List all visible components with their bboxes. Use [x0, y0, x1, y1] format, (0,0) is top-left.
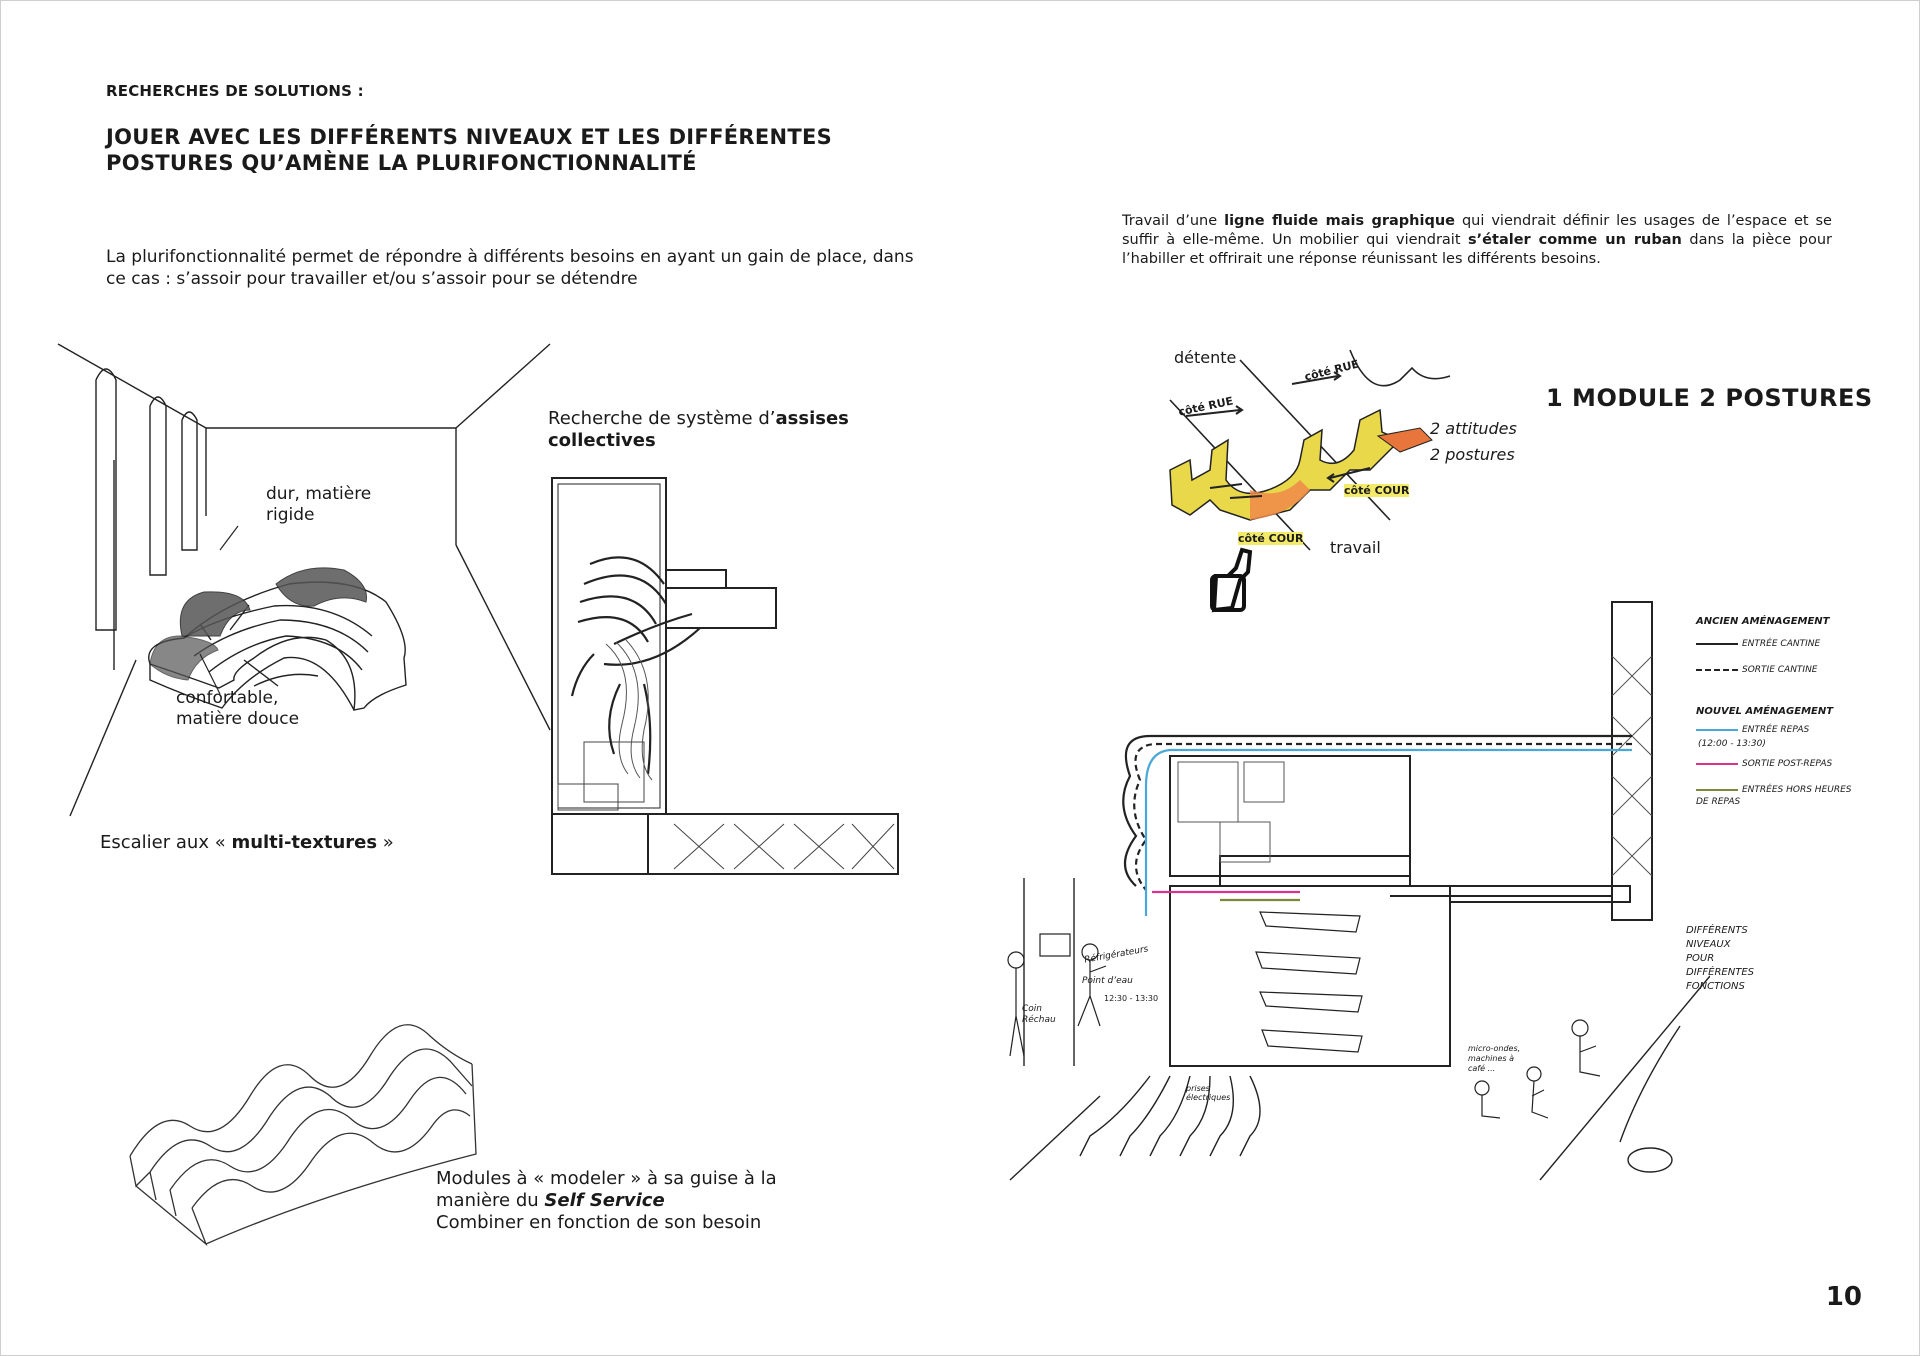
label-cote-cour-2: côté COUR: [1238, 532, 1304, 545]
stair-caption-pre: Escalier aux «: [100, 832, 232, 853]
legend-old-out: SORTIE CANTINE: [1696, 664, 1866, 676]
note-levels-line2: NIVEAUX: [1686, 939, 1731, 950]
note-levels-line4: DIFFÉRENTES: [1686, 967, 1754, 978]
intro-text: La plurifonctionnalité permet de répondr…: [106, 247, 914, 289]
note-microwaves: micro-ondes, machines à café ...: [1468, 1044, 1520, 1074]
note-levels-line5: FONCTIONS: [1686, 981, 1745, 992]
ribbon-description: Travail d’une ligne fluide mais graphiqu…: [1122, 212, 1832, 269]
legend-new-off: ENTRÉES HORS HEURES: [1696, 784, 1866, 796]
collective-seating-plan: [551, 477, 899, 875]
collective-caption-bold1: assises: [775, 408, 849, 429]
collective-caption-bold2: collectives: [548, 430, 656, 451]
note-microwaves-line3: café ...: [1468, 1064, 1496, 1073]
legend-new-in-hours: (12:00 - 13:30): [1698, 739, 1766, 749]
module-title: 1 MODULE 2 POSTURES: [1546, 384, 1873, 412]
label-travail: travail: [1330, 538, 1381, 557]
ribbon-module-sketch: [1169, 349, 1451, 613]
legend-new-off-swatch: [1696, 789, 1738, 791]
legend-new-in-label: ENTRÉE REPAS: [1742, 725, 1810, 735]
attitudes-line: 2 attitudes: [1430, 419, 1517, 438]
legend-old-in-label: ENTRÉE CANTINE: [1742, 639, 1821, 649]
legend-new-out-swatch: [1696, 763, 1738, 765]
legend-old-out-label: SORTIE CANTINE: [1742, 665, 1818, 675]
modules-caption-line2-bold: Self Service: [544, 1190, 665, 1211]
note-levels: DIFFÉRENTS NIVEAUX POUR DIFFÉRENTES FONC…: [1686, 924, 1754, 994]
collective-caption: Recherche de système d’assises collectiv…: [548, 408, 849, 452]
label-hard-line1: dur, matière: [266, 484, 372, 504]
stair-caption: Escalier aux « multi-textures »: [100, 832, 394, 854]
label-soft-line2: matière douce: [176, 709, 300, 729]
note-corner-line2: Réchau: [1022, 1015, 1056, 1025]
legend-new-out-label: SORTIE POST-REPAS: [1742, 759, 1833, 769]
legend-new-in: ENTRÉE REPAS: [1696, 724, 1866, 736]
label-detente: détente: [1174, 348, 1237, 367]
label-cote-cour-1: côté COUR: [1344, 484, 1410, 497]
flow-legend: ANCIEN AMÉNAGEMENT ENTRÉE CANTINE SORTIE…: [1696, 616, 1866, 808]
note-levels-line1: DIFFÉRENTS: [1686, 925, 1748, 936]
note-hours: 12:30 - 13:30: [1104, 994, 1159, 1003]
desc-bold-1: ligne fluide mais graphique: [1224, 213, 1456, 229]
legend-new-out: SORTIE POST-REPAS: [1696, 758, 1866, 770]
stair-caption-bold: multi-textures: [231, 832, 378, 853]
label-hard-line2: rigide: [266, 505, 315, 525]
legend-new-off-label2: DE REPAS: [1696, 797, 1741, 807]
stair-caption-post: »: [377, 832, 394, 853]
legend-new-in-swatch: [1696, 729, 1738, 731]
note-levels-line3: POUR: [1686, 953, 1715, 964]
attitudes-note: 2 attitudes 2 postures: [1430, 416, 1517, 468]
note-plugs-line2: électriques: [1186, 1093, 1231, 1102]
legend-old-out-swatch: [1696, 669, 1738, 671]
desc-part-3: dans la pièce pour l’habiller et offrira…: [1122, 232, 1832, 267]
legend-old-title: ANCIEN AMÉNAGEMENT: [1696, 616, 1830, 627]
note-microwaves-line1: micro-ondes,: [1468, 1044, 1521, 1053]
modules-caption-line3: Combiner en fonction de son besoin: [436, 1212, 762, 1233]
modules-caption: Modules à « modeler » à sa guise à la ma…: [436, 1168, 777, 1234]
note-corner-line1: Coin: [1022, 1004, 1042, 1014]
legend-new-off-label1: ENTRÉES HORS HEURES: [1742, 785, 1852, 795]
canteen-floor-plan: [1007, 601, 1710, 1181]
legend-new-title: NOUVEL AMÉNAGEMENT: [1696, 706, 1834, 717]
postures-line: 2 postures: [1430, 445, 1515, 464]
desc-part-2: qui viendrait définir les usages de l’es…: [1122, 213, 1832, 248]
room-stair-sketch: [57, 343, 551, 817]
modules-caption-line1: Modules à « modeler » à sa guise à la: [436, 1168, 777, 1189]
desc-bold-2: s’étaler comme un ruban: [1468, 232, 1682, 248]
note-water-point: Point d’eau: [1082, 976, 1133, 986]
label-hard: dur, matière rigide: [266, 484, 371, 526]
legend-old-in: ENTRÉE CANTINE: [1696, 638, 1866, 650]
legend-old-in-swatch: [1696, 643, 1738, 645]
label-soft: confortable, matière douce: [176, 688, 299, 730]
section-kicker: RECHERCHES DE SOLUTIONS :: [106, 82, 364, 100]
note-plugs: prises électriques: [1186, 1084, 1230, 1102]
note-corner: Coin Réchau: [1022, 1004, 1056, 1026]
label-soft-line1: confortable,: [176, 688, 279, 708]
note-microwaves-line2: machines à: [1468, 1054, 1514, 1063]
page-number: 10: [1825, 1282, 1862, 1312]
note-plugs-line1: prises: [1186, 1084, 1210, 1093]
page-title: JOUER AVEC LES DIFFÉRENTS NIVEAUX ET LES…: [106, 125, 833, 175]
wavy-modules-sketch: [129, 1024, 477, 1247]
collective-caption-pre: Recherche de système d’: [548, 408, 776, 429]
modules-caption-line2-pre: manière du: [436, 1190, 545, 1211]
desc-part-1: Travail d’une: [1122, 213, 1225, 229]
